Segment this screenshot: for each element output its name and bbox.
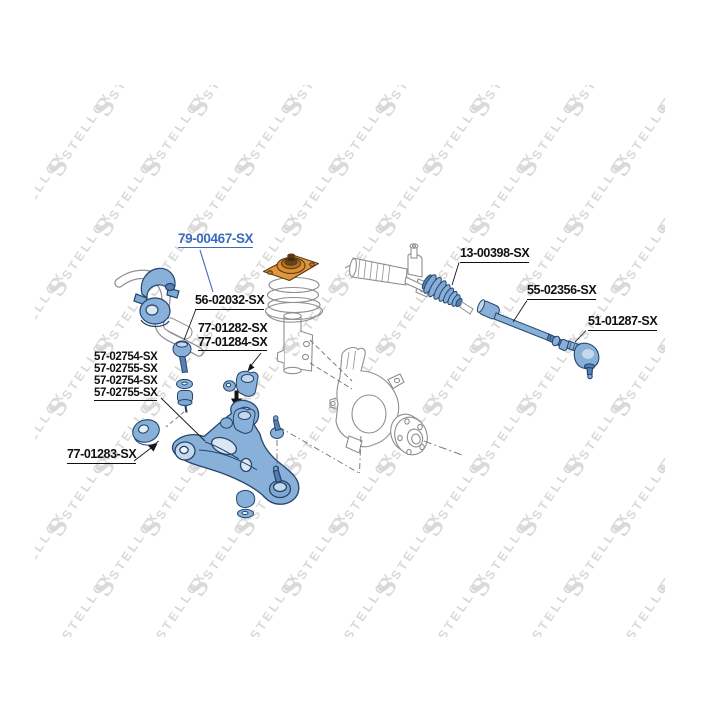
part-number[interactable]: 57-02754-SX xyxy=(94,375,158,388)
part-number[interactable]: 55-02356-SX xyxy=(527,283,597,300)
leader-lines xyxy=(133,262,587,462)
control-arm-front-bushing[interactable] xyxy=(223,370,259,397)
control-arm-front-bushing-installed[interactable] xyxy=(220,407,256,434)
part-number[interactable]: 77-01283-SX xyxy=(67,447,137,464)
steering-knuckle xyxy=(329,347,405,454)
part-number[interactable]: 57-02755-SX xyxy=(94,363,158,376)
part-label-51-01287[interactable]: 51-01287-SX xyxy=(588,314,658,331)
ball-joint[interactable] xyxy=(270,415,284,439)
steering-rack-assembly xyxy=(344,243,430,298)
strut-top-mount xyxy=(262,253,320,282)
part-number[interactable]: 77-01282-SX xyxy=(198,321,268,335)
arrow-down-icon xyxy=(231,390,242,409)
part-label-77-01283[interactable]: 77-01283-SX xyxy=(67,447,137,464)
tie-rod-end[interactable] xyxy=(566,340,600,380)
strut-assembly xyxy=(264,276,324,375)
assembly-guide-lines xyxy=(165,339,463,474)
part-number[interactable]: 56-02032-SX xyxy=(195,293,265,310)
part-number[interactable]: 13-00398-SX xyxy=(460,246,530,263)
stabilizer-bushing-bracket[interactable] xyxy=(133,267,180,328)
wheel-hub xyxy=(390,413,428,456)
part-label-79-00467[interactable]: 79-00467-SX xyxy=(178,231,254,248)
part-number[interactable]: 77-01284-SX xyxy=(198,335,268,351)
part-number[interactable]: 79-00467-SX xyxy=(178,231,254,248)
part-label-57-02754-group[interactable]: 57-02754-SX 57-02755-SX 57-02754-SX 57-0… xyxy=(94,351,158,402)
selected-leader-line xyxy=(199,249,214,293)
part-number[interactable]: 57-02754-SX xyxy=(94,351,158,363)
control-arm[interactable] xyxy=(171,399,300,505)
steering-rack-boot[interactable] xyxy=(421,273,464,308)
part-label-13-00398[interactable]: 13-00398-SX xyxy=(460,246,530,263)
part-label-55-02356[interactable]: 55-02356-SX xyxy=(527,283,597,300)
stabilizer-link[interactable] xyxy=(172,340,193,413)
tie-rod-spacer-cone xyxy=(459,301,474,315)
part-number[interactable]: 51-01287-SX xyxy=(588,314,658,331)
part-number[interactable]: 57-02755-SX xyxy=(94,387,158,402)
inner-tie-rod[interactable] xyxy=(476,299,570,352)
part-label-56-02032[interactable]: 56-02032-SX xyxy=(195,293,265,310)
ball-joint-boot[interactable] xyxy=(235,489,256,519)
control-arm-rear-bushing[interactable] xyxy=(130,416,162,446)
part-label-77-01282-group[interactable]: 77-01282-SX 77-01284-SX xyxy=(198,321,268,351)
